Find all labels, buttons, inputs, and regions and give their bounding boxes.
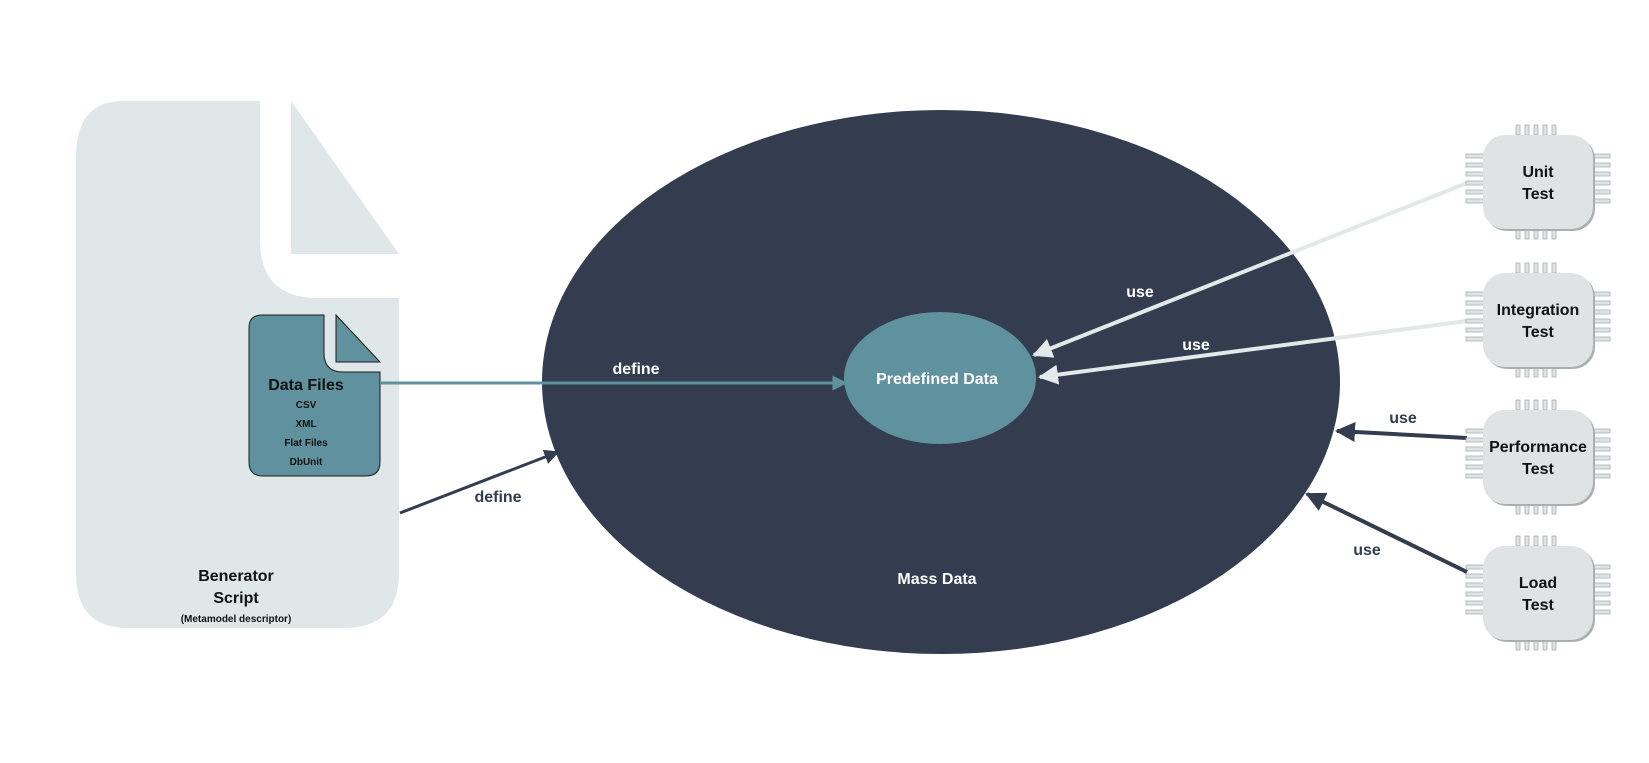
document-fold-icon [291, 101, 399, 254]
arrow-line [1032, 181, 1468, 358]
chip-icon [1465, 399, 1611, 515]
arrow-line [399, 449, 560, 515]
data-files-item: XML [295, 419, 316, 430]
edge-label-use: use [1389, 410, 1417, 427]
edge-label-use: use [1353, 542, 1381, 559]
edge-script-define[interactable]: define [399, 449, 560, 515]
document-fold-icon [335, 313, 382, 363]
test-nodes: UnitTestIntegrationTestPerformanceTestLo… [1465, 124, 1611, 651]
predefined-data-node[interactable]: Predefined Data [844, 312, 1036, 444]
script-subtitle: (Metamodel descriptor) [181, 614, 292, 625]
test-label-line1: Integration [1497, 302, 1580, 319]
data-files-item: Flat Files [284, 438, 328, 449]
document-icon [248, 314, 381, 477]
arrow-line [1038, 319, 1468, 385]
benerator-script-node[interactable]: Benerator Script (Metamodel descriptor) [76, 101, 399, 628]
data-files-node[interactable]: Data Files CSV XML Flat Files DbUnit [248, 313, 382, 477]
chip-icon [1465, 124, 1611, 240]
test-label-line2: Test [1522, 461, 1554, 478]
edge-label-define: define [612, 361, 659, 378]
edge-label-define: define [474, 489, 521, 506]
script-title-line2: Script [213, 590, 259, 607]
edge-use-performance[interactable]: use [1335, 410, 1468, 442]
data-files-title: Data Files [268, 377, 344, 394]
test-label-line1: Unit [1522, 164, 1554, 181]
data-files-item: DbUnit [290, 457, 323, 468]
edge-use-load[interactable]: use [1305, 492, 1468, 574]
predefined-data-ellipse [844, 312, 1036, 444]
edge-label-use: use [1182, 337, 1210, 354]
mass-data-label: Mass Data [897, 571, 976, 588]
test-label-line1: Performance [1489, 439, 1587, 456]
document-icon [76, 101, 399, 628]
chip-icon [1465, 535, 1611, 651]
test-label-line2: Test [1522, 597, 1554, 614]
edge-data-files-define[interactable]: define [380, 361, 848, 391]
edge-label-use: use [1126, 284, 1154, 301]
test-label-line2: Test [1522, 186, 1554, 203]
arrow-line [1305, 492, 1468, 574]
chip-icon [1465, 262, 1611, 378]
edge-use-unit[interactable]: use [1032, 181, 1468, 358]
edge-use-integration[interactable]: use [1038, 319, 1468, 385]
test-label-line2: Test [1522, 324, 1554, 341]
test-label-line1: Load [1519, 575, 1557, 592]
predefined-data-label: Predefined Data [876, 371, 998, 388]
script-title-line1: Benerator [198, 568, 274, 585]
data-files-item: CSV [296, 400, 317, 411]
arrow-line [1335, 421, 1468, 442]
